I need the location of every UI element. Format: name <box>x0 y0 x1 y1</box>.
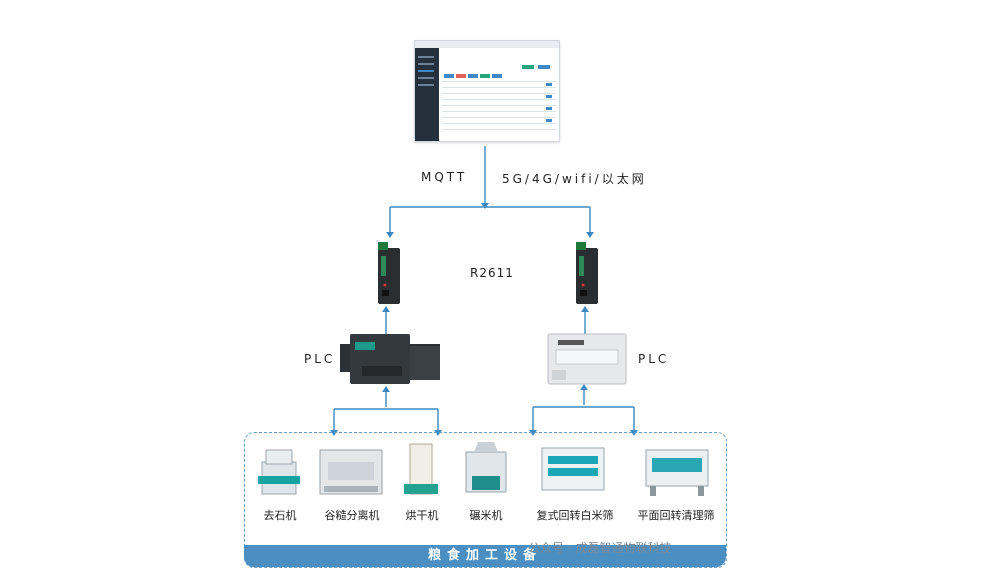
equipment-label-dryer: 烘干机 <box>405 509 439 522</box>
dashboard-table <box>442 51 556 139</box>
dryer-icon <box>404 443 438 495</box>
rotary-rice-sifter-icon <box>541 447 605 491</box>
equipment-banner: 粮食加工设备 <box>244 545 726 567</box>
arrow-right-b <box>630 430 638 436</box>
plc-right-label: PLC <box>638 352 670 366</box>
destoner-machine-icon <box>258 449 300 495</box>
arrow-left-plc-up <box>382 386 390 392</box>
network-label: 5G/4G/wifi/以太网 <box>502 172 647 186</box>
watermark: 公众号 · 成磊智通物联科技 <box>528 541 672 555</box>
arrow-right-plc-up <box>580 384 588 390</box>
arrow-left-gateway <box>386 232 394 238</box>
dashboard-sidebar <box>415 48 439 141</box>
right-plc-icon <box>547 333 627 385</box>
rice-mill-icon <box>465 442 507 493</box>
equipment-label-destoner: 去石机 <box>263 509 297 522</box>
right-gateway-icon <box>576 242 598 304</box>
plc-left-label: PLC <box>304 352 336 366</box>
equipment-label-cleaner: 平面回转清理筛 <box>637 509 715 522</box>
equipment-label-separator: 谷糙分离机 <box>324 509 380 522</box>
arrow-right-gw-up <box>581 306 589 312</box>
equipment-label-rice-mill: 碾米机 <box>469 509 503 522</box>
arrow-screen <box>481 203 489 209</box>
paddy-separator-icon <box>319 449 383 495</box>
arrow-left-a <box>330 430 338 436</box>
arrow-right-a <box>529 430 537 436</box>
arrow-left-b <box>434 430 442 436</box>
monitoring-dashboard-screenshot <box>414 40 560 142</box>
arrow-right-gateway <box>586 232 594 238</box>
left-plc-icon <box>340 334 440 384</box>
arrow-left-gw-up <box>382 306 390 312</box>
gateway-label: R2611 <box>470 266 514 280</box>
plane-rotary-cleaner-icon <box>645 449 709 496</box>
browser-tab-bar <box>415 41 559 48</box>
equipment-label-rice-sifter: 复式回转白米筛 <box>536 509 614 522</box>
left-gateway-icon <box>378 242 400 304</box>
protocol-label: MQTT <box>421 170 468 184</box>
